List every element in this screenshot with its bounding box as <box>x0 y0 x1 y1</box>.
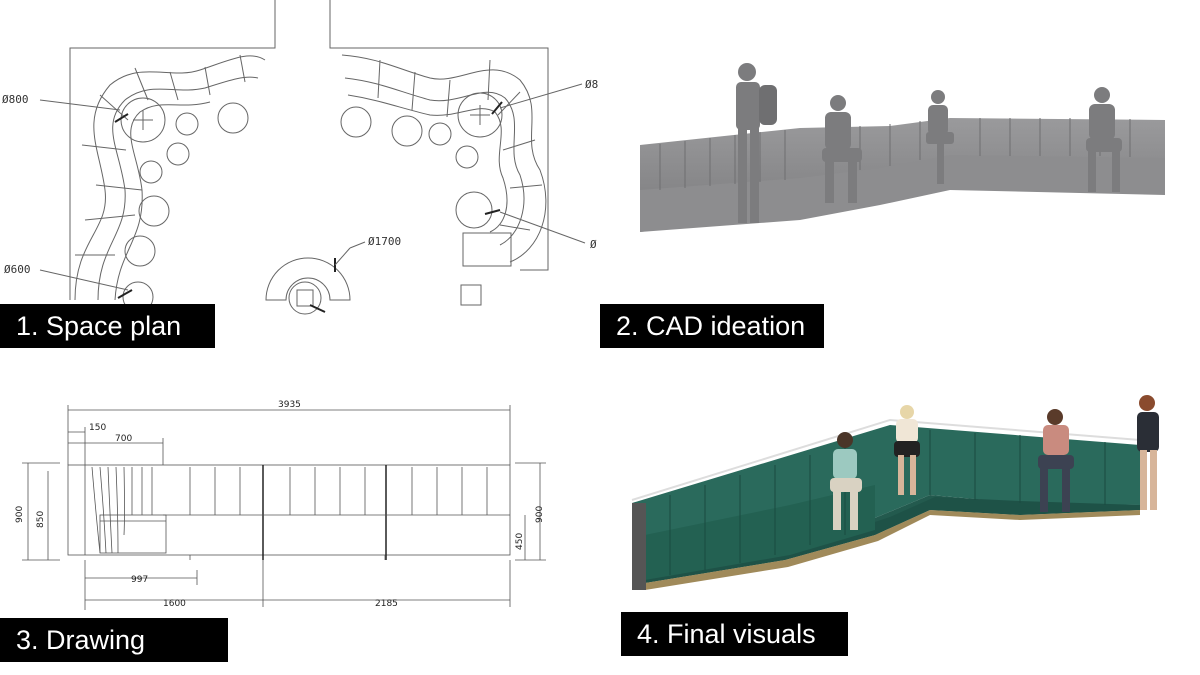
final-visuals-label: 4. Final visuals <box>621 612 848 656</box>
wall-left <box>69 0 276 300</box>
cad-ideation-panel <box>600 0 1200 345</box>
dim-900-right: 900 <box>535 506 545 523</box>
space-plan-label: 1. Space plan <box>0 304 215 348</box>
sofa-outline <box>67 464 511 556</box>
dim-d-partial: Ø <box>590 238 597 251</box>
drawing-panel: 3935 150 700 900 850 997 1600 2185 450 9… <box>0 345 600 675</box>
left-booth-outer <box>74 55 266 301</box>
person-3 <box>1038 409 1074 512</box>
figure-sitting-1 <box>822 95 862 203</box>
figure-sitting-3 <box>1086 87 1122 192</box>
figure-standing <box>736 63 777 223</box>
space-plan-panel: Ø800 Ø8 Ø600 Ø1700 Ø <box>0 0 600 345</box>
dim-850: 850 <box>36 511 46 528</box>
dim-1600: 1600 <box>163 599 186 609</box>
dim-overall: 3935 <box>278 400 301 410</box>
brass-plinth <box>645 510 1140 590</box>
figure-sitting-2 <box>926 90 954 184</box>
space-plan-drawing: Ø800 Ø8 Ø600 Ø1700 Ø <box>2 0 598 315</box>
dim-450: 450 <box>515 533 525 550</box>
wall-right <box>329 0 549 271</box>
person-2 <box>894 405 920 495</box>
booth-end-panel <box>632 503 646 590</box>
center-booth <box>265 257 351 301</box>
dim-150: 150 <box>89 423 106 433</box>
cad-render <box>640 63 1165 232</box>
right-booth-outer <box>341 54 547 263</box>
dim-997: 997 <box>131 575 148 585</box>
drawing-label: 3. Drawing <box>0 618 228 662</box>
dim-900-left: 900 <box>15 506 25 523</box>
dim-d800-right: Ø8 <box>585 78 598 91</box>
person-1 <box>830 432 862 530</box>
left-booth-inner <box>114 101 211 301</box>
person-4 <box>1137 395 1159 510</box>
dim-2185: 2185 <box>375 599 398 609</box>
dim-d1700: Ø1700 <box>368 235 401 248</box>
dim-d600: Ø600 <box>4 263 31 276</box>
final-render <box>631 395 1159 590</box>
final-visuals-panel <box>600 345 1200 675</box>
cad-ideation-label: 2. CAD ideation <box>600 304 824 348</box>
technical-drawing: 3935 150 700 900 850 997 1600 2185 450 9… <box>15 400 546 610</box>
dim-d800-left: Ø800 <box>2 93 29 106</box>
dim-700: 700 <box>115 434 132 444</box>
